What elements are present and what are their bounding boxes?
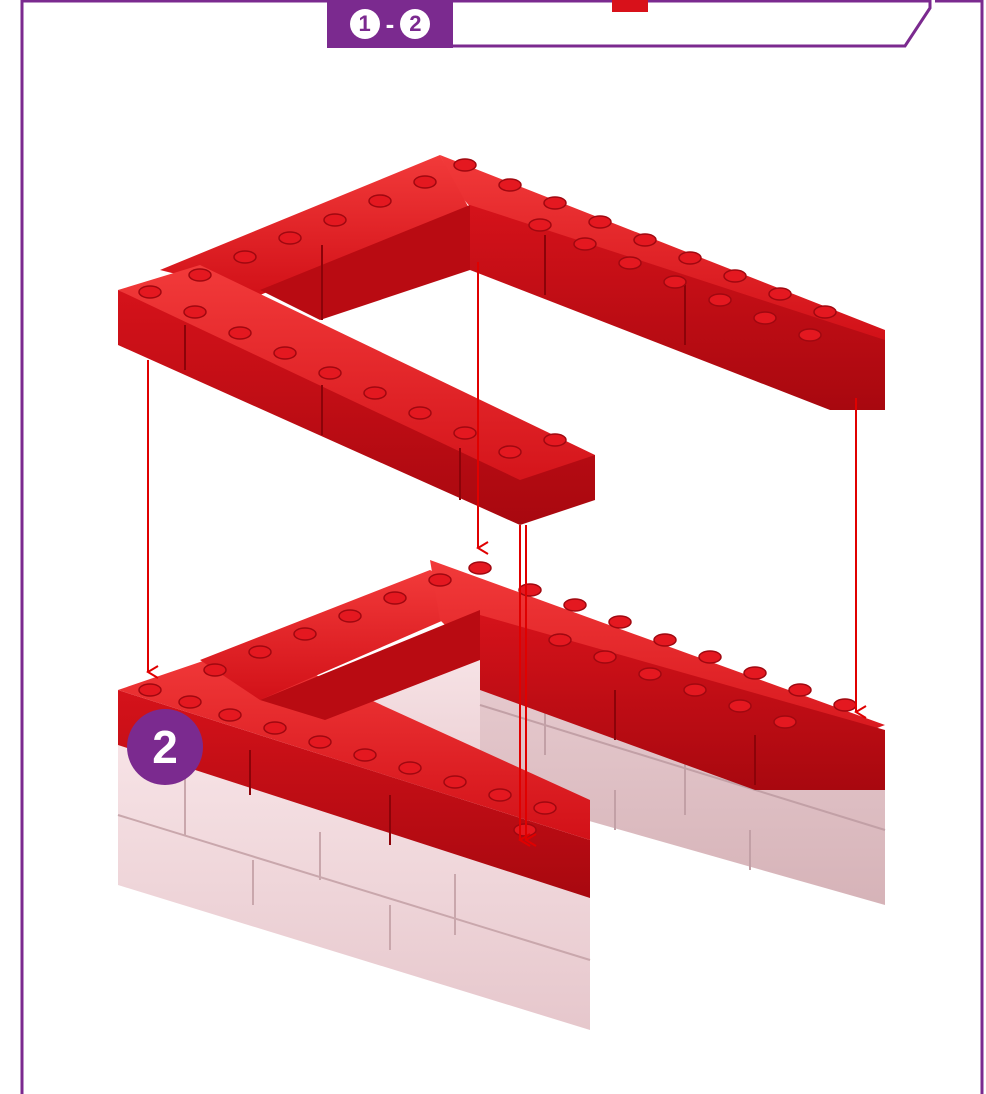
top-red-layer (118, 155, 885, 525)
step-number-badge: 2 (127, 709, 203, 785)
top-layer-left-side (118, 290, 595, 525)
base-structure (118, 560, 885, 1030)
